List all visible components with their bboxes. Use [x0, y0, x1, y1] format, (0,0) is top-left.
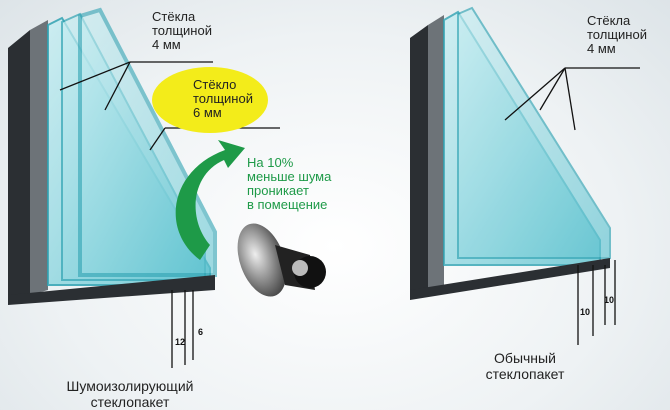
label-line: Стёкла	[587, 13, 631, 28]
right-leaders	[504, 67, 640, 345]
speaker-icon	[237, 223, 326, 297]
note-line: в помещение	[247, 197, 328, 212]
left-caption: Шумоизолирующий стеклопакет	[40, 378, 220, 410]
dimension-label: 10	[580, 307, 591, 317]
right-panes-label: Стёкла толщиной 4 мм	[587, 14, 647, 56]
label-line: толщиной	[193, 91, 253, 106]
caption-line: стеклопакет	[485, 366, 565, 382]
note-line: меньше шума	[247, 169, 332, 184]
label-line: Стёкло	[193, 77, 237, 92]
note-line: На 10%	[247, 155, 294, 170]
caption-line: Обычный	[494, 350, 556, 366]
caption-line: Шумоизолирующий	[66, 378, 194, 394]
label-line: толщиной	[587, 27, 647, 42]
label-line: 4 мм	[152, 37, 181, 52]
left-panes-label: Стёкла толщиной 4 мм	[152, 10, 212, 52]
noise-note: На 10% меньше шума проникает в помещение	[247, 156, 331, 212]
thick-glass-label: Стёкло толщиной 6 мм	[193, 78, 253, 120]
label-line: 4 мм	[587, 41, 616, 56]
label-line: Стёкла	[152, 9, 196, 24]
standard-window	[410, 6, 611, 300]
curved-arrow-icon	[175, 140, 245, 260]
caption-line: стеклопакет	[90, 394, 170, 410]
note-line: проникает	[247, 183, 309, 198]
dimension-label: 6	[198, 327, 204, 337]
label-line: толщиной	[152, 23, 212, 38]
right-caption: Обычный стеклопакет	[465, 350, 585, 382]
dimension-label: 12	[175, 337, 186, 347]
dimension-label: 10	[604, 295, 615, 305]
highlight-ellipse	[152, 67, 268, 133]
soundproof-window	[8, 7, 217, 305]
label-line: 6 мм	[193, 105, 222, 120]
